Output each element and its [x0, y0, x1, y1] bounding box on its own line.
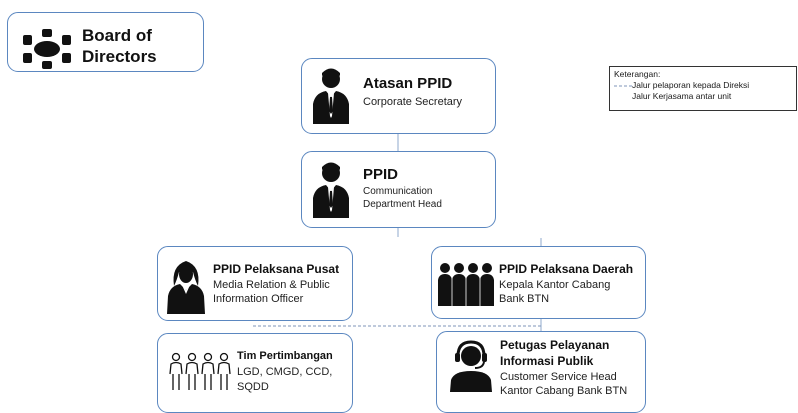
atasan-subtitle: Corporate Secretary [363, 96, 463, 108]
petugas-title-line1: Petugas Pelayanan [500, 338, 610, 352]
ppid-subtitle-line2: Department Head [363, 199, 442, 210]
dashed-line-swatch [614, 85, 632, 87]
pusat-title: PPID Pelaksana Pusat [213, 262, 340, 276]
tim-title: Tim Pertimbangan [237, 350, 333, 362]
businessman-icon [313, 162, 349, 218]
group-people-icon [438, 263, 494, 306]
boardroom-table-icon [23, 29, 71, 69]
ppid-title: PPID [363, 166, 399, 183]
board-title-line2: Directors [82, 47, 157, 66]
tim-subtitle-line1: LGD, CMGD, CCD, [237, 366, 333, 378]
pusat-subtitle-line2: Information Officer [213, 293, 304, 305]
daerah-subtitle-line2: Bank BTN [499, 293, 550, 305]
daerah-title: PPID Pelaksana Daerah [499, 262, 634, 276]
petugas-subtitle-line2: Kantor Cabang Bank BTN [500, 385, 628, 397]
connector-lines [253, 133, 542, 331]
legend-item-cooperation: Jalur Kerjasama antar unit [614, 91, 792, 102]
legend-item1-label: Jalur pelaporan kepada Direksi [632, 80, 750, 91]
businessman-icon [313, 68, 349, 124]
legend-item2-label: Jalur Kerjasama antar unit [632, 91, 732, 102]
ppid-subtitle-line1: Communication [363, 186, 433, 197]
people-outline-icon [169, 352, 231, 390]
legend-item-reporting: Jalur pelaporan kepada Direksi [614, 80, 792, 91]
board-title-line1: Board of [82, 26, 152, 45]
tim-subtitle-line2: SQDD [237, 381, 269, 393]
petugas-subtitle-line1: Customer Service Head [500, 371, 617, 383]
pusat-subtitle-line1: Media Relation & Public [213, 279, 330, 291]
businesswoman-icon [167, 261, 205, 314]
legend-box: Keterangan: Jalur pelaporan kepada Direk… [609, 66, 797, 111]
headset-agent-icon [450, 340, 492, 392]
board-of-directors-box [7, 12, 204, 72]
petugas-title-line2: Informasi Publik [500, 354, 594, 368]
daerah-subtitle-line1: Kepala Kantor Cabang [499, 279, 611, 291]
atasan-title: Atasan PPID [363, 75, 453, 92]
legend-heading: Keterangan: [614, 69, 661, 79]
